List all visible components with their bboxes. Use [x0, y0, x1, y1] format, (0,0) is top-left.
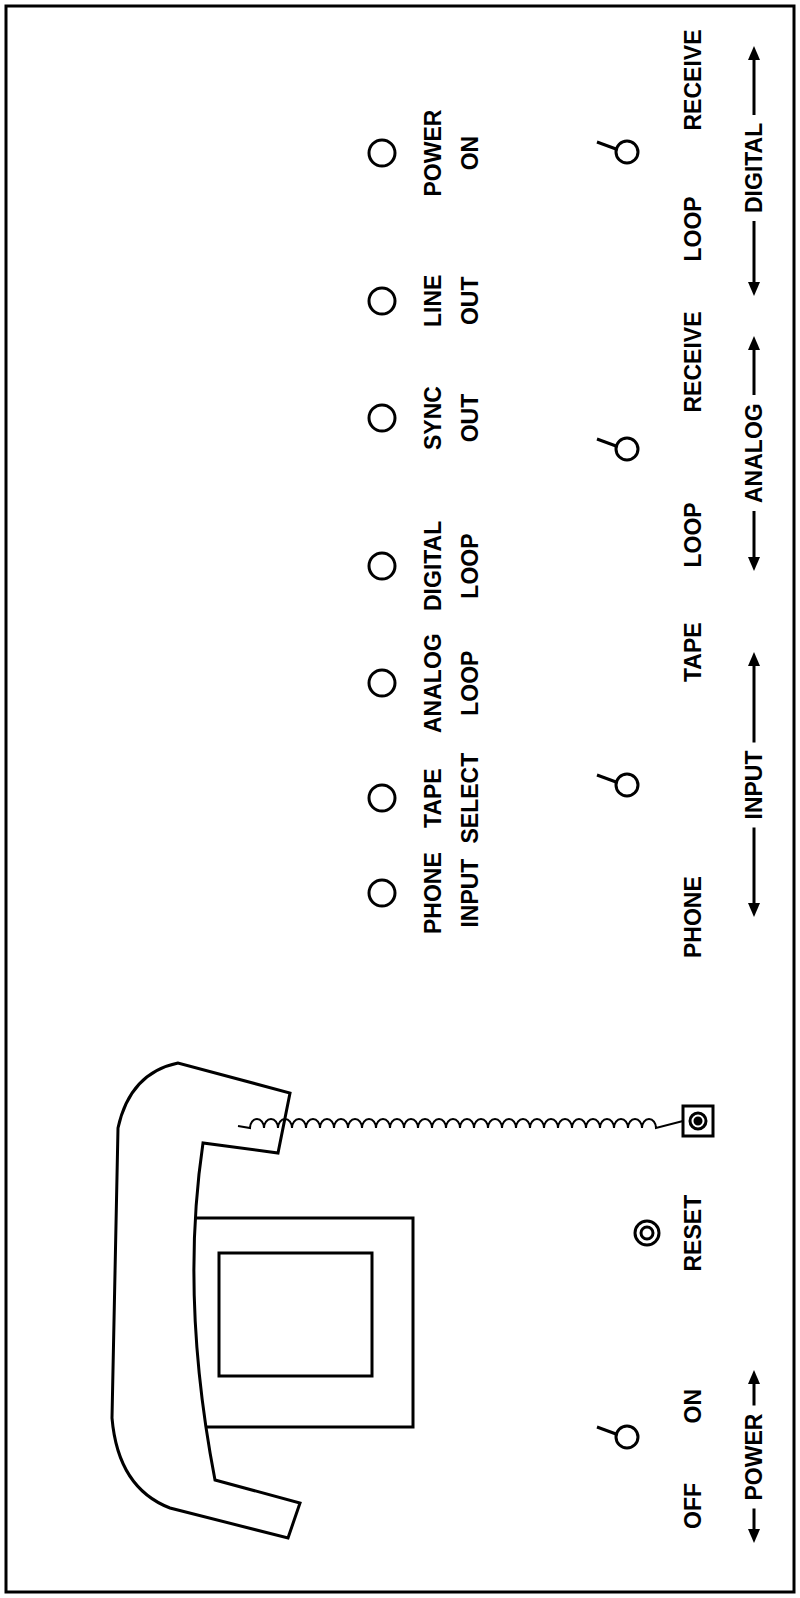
phone-base-inner: [219, 1253, 372, 1376]
phone-jack-hole: [690, 1113, 706, 1129]
lamp-label: DIGITAL LOOP: [415, 521, 489, 611]
arrow-head: [748, 1529, 760, 1543]
arrow-head: [748, 652, 760, 666]
lamp-label: PHONE INPUT: [415, 852, 489, 934]
toggle-switch: [597, 141, 638, 163]
indicator-lamp: [369, 785, 395, 811]
range-arrow-line: [753, 511, 756, 561]
range-arrow-line: [753, 662, 756, 743]
switch-position-label: LOOP: [675, 196, 712, 261]
switch-position-label: PHONE: [675, 876, 712, 958]
switch-position-label: LOOP: [675, 502, 712, 567]
phone-cord: [238, 1119, 683, 1128]
toggle-switch: [597, 1426, 638, 1448]
switch-group-label: DIGITAL: [736, 123, 773, 213]
lamp-label: ANALOG LOOP: [415, 633, 489, 733]
indicator-lamp: [369, 880, 395, 906]
lamp-label: POWER ON: [415, 110, 489, 197]
arrow-head: [748, 557, 760, 571]
arrow-head: [748, 903, 760, 917]
switch-group-label: POWER: [736, 1414, 773, 1501]
range-arrow-line: [753, 221, 756, 286]
switch-group-label: INPUT: [736, 751, 773, 820]
toggle-switch: [597, 774, 638, 796]
arrow-head: [748, 1370, 760, 1384]
phone-jack: [683, 1106, 713, 1136]
arrow-head: [748, 46, 760, 60]
indicator-lamp: [369, 553, 395, 579]
arrow-head: [748, 282, 760, 296]
range-arrow-line: [753, 346, 756, 395]
switch-position-label: TAPE: [675, 622, 712, 682]
button-label: RESET: [675, 1195, 712, 1272]
indicator-lamp: [369, 140, 395, 166]
switch-position-label: RECEIVE: [675, 30, 712, 131]
switch-position-label: RECEIVE: [675, 312, 712, 413]
phone-jack-dot: [695, 1118, 701, 1124]
range-arrow-line: [753, 828, 756, 908]
switch-group-label: ANALOG: [736, 403, 773, 503]
panel-frame: [6, 6, 794, 1592]
reset-button-inner: [641, 1227, 653, 1239]
lamp-label: SYNC OUT: [415, 386, 489, 450]
arrow-head: [748, 336, 760, 350]
switch-position-label: OFF: [675, 1483, 712, 1529]
reset-button: [635, 1221, 659, 1245]
indicator-lamp: [369, 670, 395, 696]
phone-base: [183, 1218, 413, 1427]
lamp-label: TAPE SELECT: [415, 753, 489, 844]
phone-handset: [112, 1063, 300, 1538]
toggle-switch: [597, 438, 638, 460]
switch-position-label: ON: [675, 1389, 712, 1424]
range-arrow-line: [753, 56, 756, 115]
indicator-lamp: [369, 288, 395, 314]
indicator-lamp: [369, 405, 395, 431]
lamp-label: LINE OUT: [415, 275, 489, 327]
